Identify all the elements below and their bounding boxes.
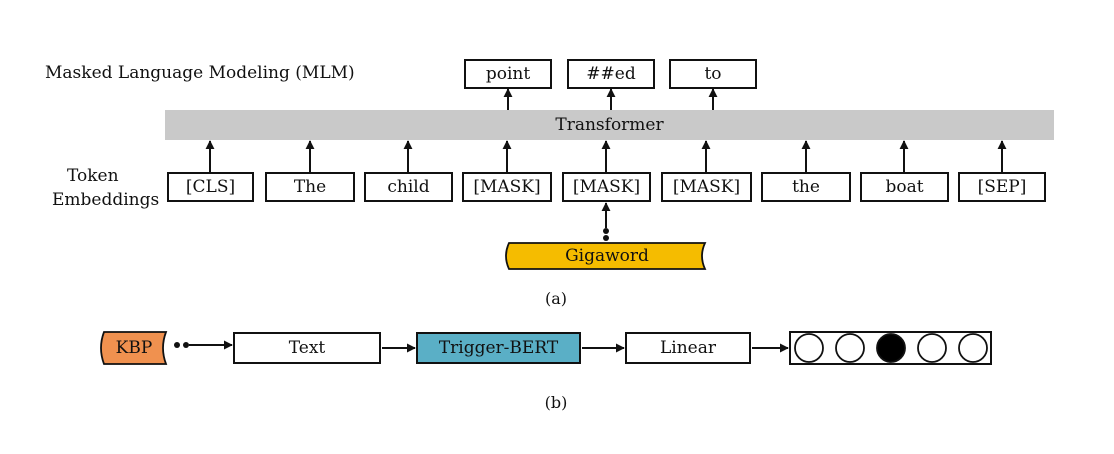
- output-vector: [789, 331, 992, 365]
- transformer-bar: Transformer: [165, 110, 1054, 140]
- stage-linear: Linear: [625, 332, 751, 364]
- kbp-cylinder: [100, 331, 168, 365]
- output-slot-empty: [835, 333, 865, 363]
- output-slot-empty: [958, 333, 988, 363]
- stage-text: Text: [233, 332, 381, 364]
- kbp-dot-1: [174, 342, 180, 348]
- token-box-cls: [CLS]: [167, 172, 254, 202]
- token-box-the: The: [265, 172, 355, 202]
- token-box-child: child: [364, 172, 453, 202]
- output-token-to: to: [669, 59, 757, 89]
- token-box-the-2: the: [761, 172, 851, 202]
- output-slots: [794, 333, 988, 363]
- gigaword-scroll: [505, 242, 707, 270]
- token-box-boat: boat: [860, 172, 949, 202]
- gigaword-label: Gigaword: [565, 246, 649, 266]
- stage-trigger-bert: Trigger-BERT: [416, 332, 581, 364]
- output-token-ed: ##ed: [567, 59, 655, 89]
- transformer-label: Transformer: [555, 115, 664, 135]
- token-box-mask-3: [MASK]: [661, 172, 752, 202]
- output-slot-filled: [876, 333, 906, 363]
- token-box-sep: [SEP]: [958, 172, 1046, 202]
- output-slot-empty: [917, 333, 947, 363]
- caption-b: (b): [544, 393, 568, 412]
- token-box-mask-2: [MASK]: [562, 172, 651, 202]
- output-slot-empty: [794, 333, 824, 363]
- token-embeddings-label-line2: Embeddings: [52, 190, 160, 210]
- output-token-point: point: [464, 59, 552, 89]
- caption-a: (a): [544, 289, 568, 308]
- token-box-mask-1: [MASK]: [462, 172, 552, 202]
- gigaword-dot-1: [603, 235, 609, 241]
- kbp-label: KBP: [115, 338, 153, 358]
- token-embeddings-label-line1: Token: [67, 166, 119, 186]
- kbp-dot-2: [183, 342, 189, 348]
- mlm-label: Masked Language Modeling (MLM): [45, 63, 355, 83]
- gigaword-dot-2: [603, 228, 609, 234]
